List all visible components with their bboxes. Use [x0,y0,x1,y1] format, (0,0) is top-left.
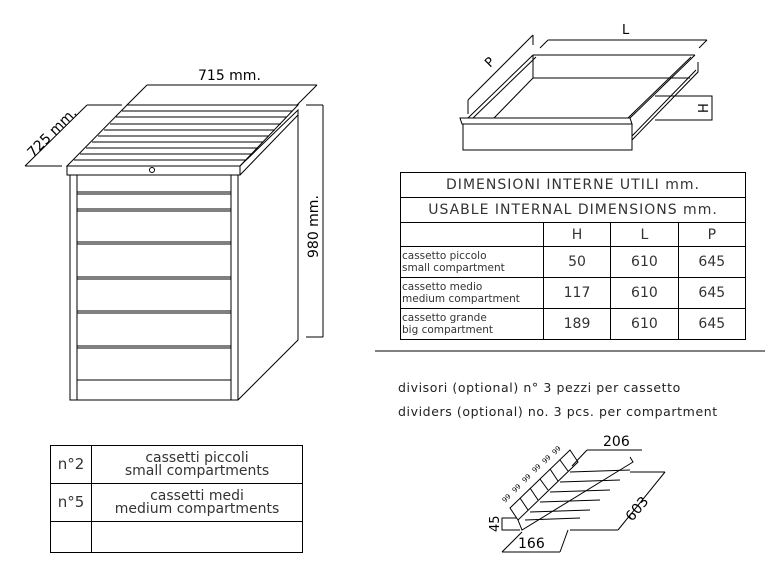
divider-height-label: 45 [488,515,503,532]
svg-text:99: 99 [521,472,533,484]
header-blank [400,222,544,247]
drawer-fronts [77,191,231,381]
svg-text:99: 99 [531,462,543,474]
drawer-drawing: P L H [459,23,713,151]
drawer-height-label: H [697,103,712,113]
divider-depth-label: 166 [518,536,545,552]
roller-shutter-top [74,110,292,161]
svg-text:99: 99 [551,444,563,456]
usable-dimensions-table: DIMENSIONI INTERNE UTILI mm. USABLE INTE… [400,172,747,340]
depth-dimension: 725 mm. [25,105,81,161]
table-title-en: USABLE INTERNAL DIMENSIONS mm. [400,197,746,223]
svg-text:99: 99 [511,482,523,494]
drawer-depth-label: P [482,55,498,71]
svg-text:99: 99 [541,453,553,465]
cabinet-drawing: 715 mm. 725 mm. 980 mm. [25,68,324,401]
dividers-note-it: divisori (optional) n° 3 pezzi per casse… [398,380,681,395]
svg-text:99: 99 [501,492,513,504]
divider-width-label: 206 [603,434,630,450]
width-dimension: 715 mm. [198,68,261,84]
header-p: P [677,222,747,247]
height-dimension: 980 mm. [306,195,322,258]
drawer-length-label: L [622,23,630,38]
divider-length-label: 603 [623,494,652,525]
table-title-it: DIMENSIONI INTERNE UTILI mm. [400,172,746,198]
lock-icon [149,167,155,173]
dividers-drawing: 206 603 166 45 99 99 99 99 99 99 [488,434,666,553]
table-row [50,521,303,553]
dividers-note-en: dividers (optional) no. 3 pcs. per compa… [398,404,718,419]
header-l: L [610,222,679,247]
header-h: H [542,222,612,247]
slot-labels: 99 99 99 99 99 99 [501,444,563,504]
